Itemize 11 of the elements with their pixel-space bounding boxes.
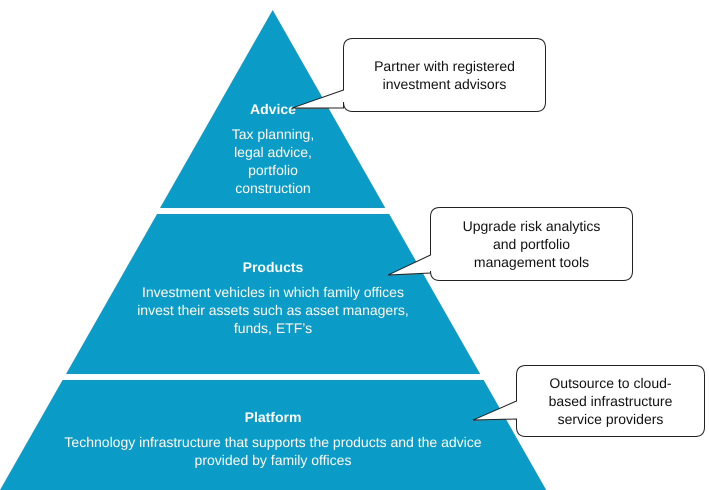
callout-text: Outsource to cloud-based infrastructure service providers bbox=[548, 374, 674, 428]
callout-text: Upgrade risk analytics and portfolio management tools bbox=[462, 217, 602, 271]
tier-description: Tax planning, legal advice, portfolio construction bbox=[230, 125, 316, 197]
callout-text: Partner with registered investment advisors bbox=[373, 57, 516, 93]
tier-heading: Advice bbox=[249, 100, 297, 118]
tier-heading: Platform bbox=[244, 408, 302, 426]
tier-description: Investment vehicles in which family offices invest their assets such as asset managers, funds, ETF’s bbox=[136, 283, 410, 337]
pyramid-tier bbox=[0, 380, 546, 490]
tier-description: Technology infrastructure that supports the products and the advice provided by family offices bbox=[63, 433, 483, 469]
speech-bubble bbox=[473, 365, 705, 437]
speech-bubble bbox=[388, 207, 633, 281]
